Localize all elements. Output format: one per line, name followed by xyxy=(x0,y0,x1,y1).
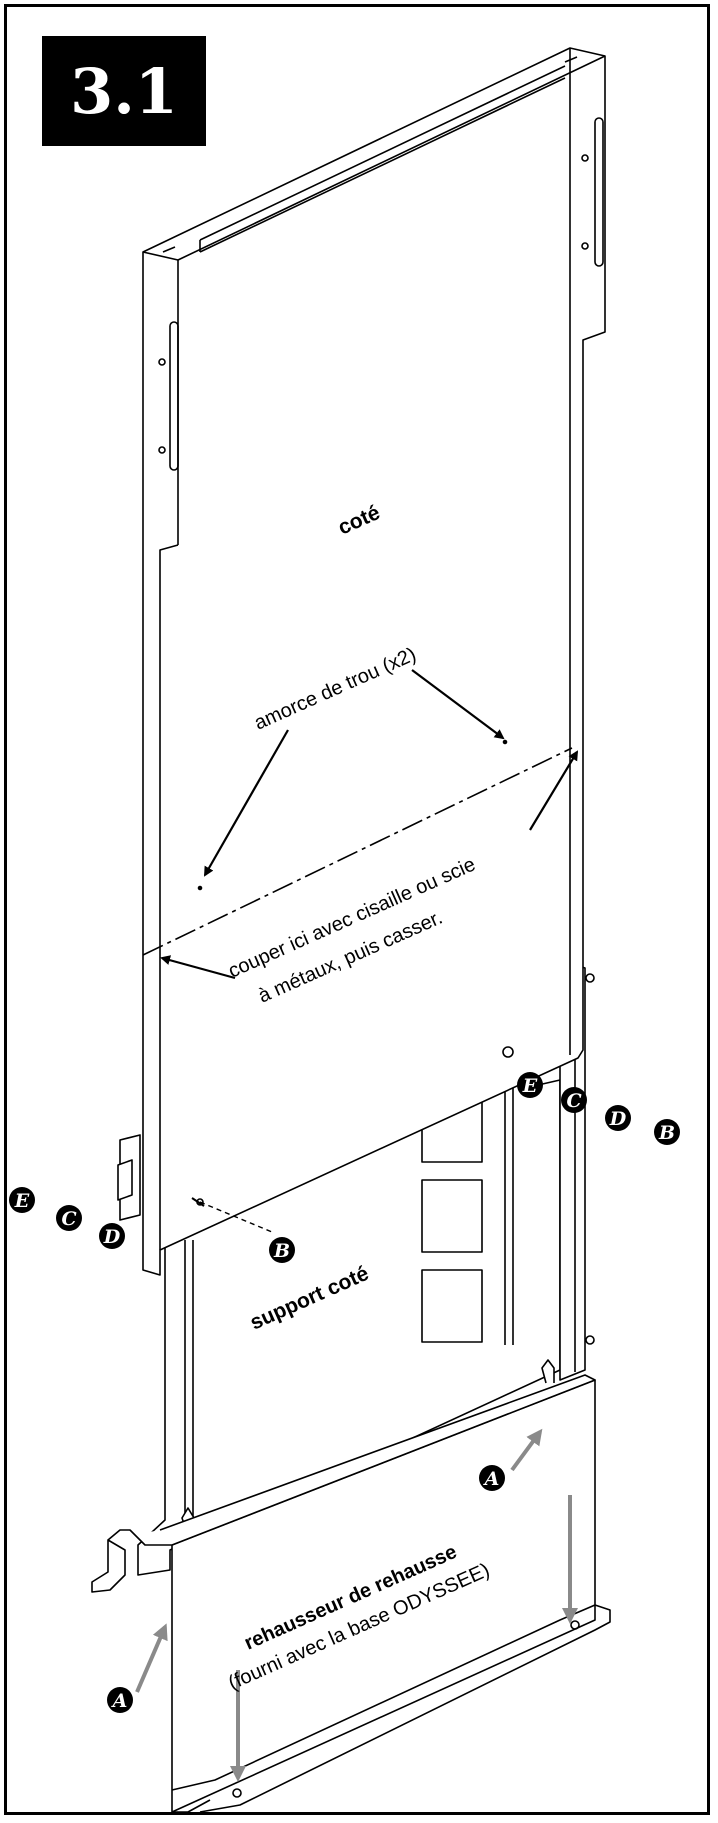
screw-leader xyxy=(191,1197,273,1233)
cut-line xyxy=(142,747,573,956)
callout-b-right: B xyxy=(654,1119,680,1145)
svg-text:B: B xyxy=(658,1122,675,1144)
svg-text:D: D xyxy=(609,1108,627,1130)
annotation-arrows xyxy=(160,669,579,980)
callout-a-right: A xyxy=(479,1465,505,1491)
callout-d-left: D xyxy=(99,1223,125,1249)
callout-b-screw: B xyxy=(269,1237,295,1263)
svg-text:B: B xyxy=(273,1240,290,1262)
svg-text:C: C xyxy=(61,1208,76,1230)
callout-d-right: D xyxy=(605,1105,631,1131)
svg-text:C: C xyxy=(566,1090,581,1112)
callout-e-left: E xyxy=(9,1187,35,1213)
callout-c-left: C xyxy=(56,1205,82,1231)
svg-text:D: D xyxy=(103,1226,121,1248)
riser-gray-arrows xyxy=(135,1428,578,1782)
side-panel-part xyxy=(142,47,606,1276)
callout-a-left: A xyxy=(107,1687,133,1713)
svg-text:A: A xyxy=(111,1690,128,1712)
callout-e-right: E xyxy=(517,1072,543,1098)
callout-c-right: C xyxy=(561,1087,587,1113)
step-number-badge: 3.1 xyxy=(42,36,206,146)
svg-text:E: E xyxy=(14,1190,30,1212)
svg-text:A: A xyxy=(483,1468,500,1490)
svg-text:E: E xyxy=(522,1075,538,1097)
